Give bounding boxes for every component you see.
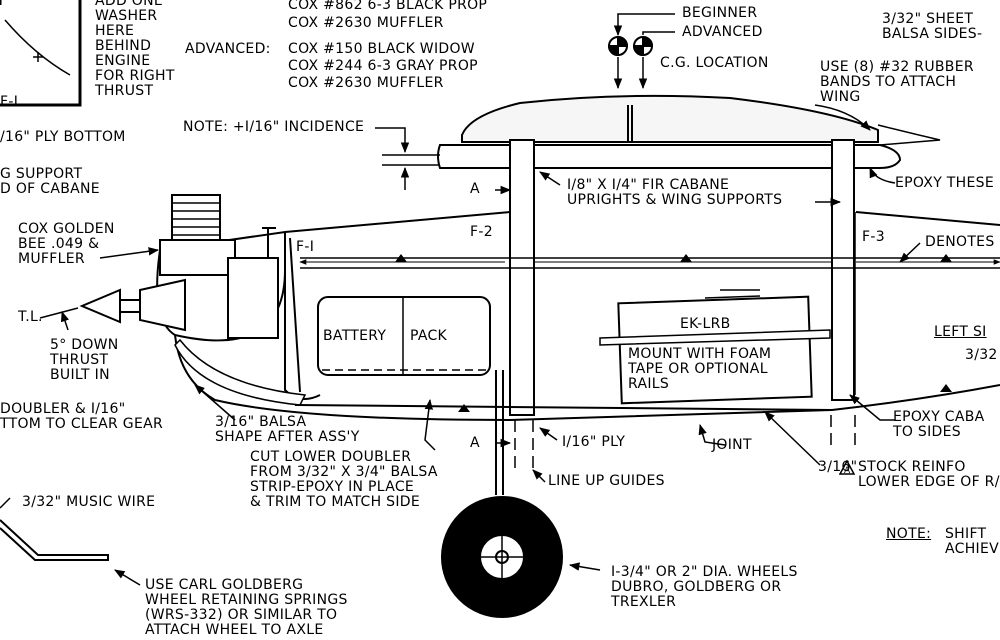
label-ek-lrb: EK-LRB — [680, 316, 731, 332]
wing-outline — [461, 94, 879, 143]
label-pack: PACK — [410, 328, 448, 344]
label-sheet-sides: 3/32" SHEET BALSA SIDES- — [882, 11, 983, 42]
label-stock-reinf-pre: 3/16" — [818, 459, 858, 475]
label-ply-116: I/16" PLY — [562, 434, 626, 450]
battery-pack — [317, 296, 491, 376]
label-battery: BATTERY — [323, 328, 387, 344]
label-rubber-bands: USE (8) #32 RUBBER BANDS TO ATTACH WING — [820, 59, 974, 105]
receiver-box — [617, 295, 813, 405]
f1-detail-box — [0, 0, 82, 107]
label-a-top: A — [470, 181, 480, 197]
label-doubler: DOUBLER & I/16" TTOM TO CLEAR GEAR — [0, 401, 164, 432]
label-cox2630: COX #2630 MUFFLER — [288, 75, 444, 91]
label-mount: MOUNT WITH FOAM TAPE OR OPTIONAL RAILS — [628, 346, 772, 392]
label-cox-bee: COX GOLDEN BEE .049 & MUFFLER — [18, 221, 115, 267]
label-denotes: DENOTES — [925, 234, 995, 250]
label-cg-location: C.G. LOCATION — [660, 55, 769, 71]
label-joint: JOINT — [712, 437, 752, 453]
label-line-up: LINE UP GUIDES — [548, 473, 665, 489]
label-cut-lower: CUT LOWER DOUBLER FROM 3/32" X 3/4" BALS… — [250, 449, 438, 510]
label-advanced: ADVANCED — [682, 24, 763, 40]
spinner — [79, 288, 121, 324]
label-note-shift: NOTE: — [886, 526, 932, 542]
label-cox2630-top: COX #2630 MUFFLER — [288, 15, 444, 31]
triangle-a-icon: A — [839, 460, 855, 475]
label-add-washer: ADD ONE WASHER HERE BEHIND ENGINE FOR RI… — [95, 0, 175, 99]
label-3-32: 3/32 — [965, 347, 998, 363]
label-balsa-316: 3/16" BALSA SHAPE AFTER ASS'Y — [215, 414, 360, 445]
label-shift-text: SHIFT ACHIEV — [945, 526, 999, 557]
label-down-thrust: 5° DOWN THRUST BUILT IN — [50, 337, 119, 383]
label-a-bottom: A — [470, 435, 480, 451]
label-music-wire: 3/32" MUSIC WIRE — [22, 494, 156, 510]
label-left-side: LEFT SI — [934, 324, 987, 340]
label-wing-support: G SUPPORT D OF CABANE — [0, 166, 100, 197]
label-cox150: COX #150 BLACK WIDOW — [288, 41, 475, 57]
label-f1-corner: F-I — [0, 94, 19, 110]
label-beginner: BEGINNER — [682, 5, 758, 21]
label-cox862: COX #862 6-3 BLACK PROP — [288, 0, 488, 13]
label-wheels: I-3/4" OR 2" DIA. WHEELS DUBRO, GOLDBERG… — [611, 564, 798, 610]
label-epoxy-cabane: EPOXY CABA TO SIDES — [893, 409, 985, 440]
label-incidence: NOTE: +I/16" INCIDENCE — [183, 119, 365, 135]
fuselage-side — [174, 211, 1000, 422]
label-cabane: I/8" X I/4" FIR CABANE UPRIGHTS & WING S… — [567, 177, 783, 208]
cabane-front-strut — [509, 139, 535, 416]
label-tl: T.L. — [18, 309, 43, 325]
label-ply-bottom: /16" PLY BOTTOM — [0, 129, 126, 145]
label-f2: F-2 — [470, 224, 493, 240]
label-goldberg: USE CARL GOLDBERG WHEEL RETAINING SPRING… — [145, 577, 348, 638]
label-advanced-prefix: ADVANCED: — [185, 41, 271, 57]
cabane-rear-strut — [831, 139, 855, 401]
label-f1: F-I — [296, 239, 315, 255]
label-f3: F-3 — [862, 229, 885, 245]
label-stock-reinf: STOCK REINFO LOWER EDGE OF R/C C — [858, 459, 1000, 490]
svg-text:A: A — [844, 466, 851, 475]
label-epoxy-these: EPOXY THESE — [895, 175, 994, 191]
label-cox244: COX #244 6-3 GRAY PROP — [288, 58, 478, 74]
